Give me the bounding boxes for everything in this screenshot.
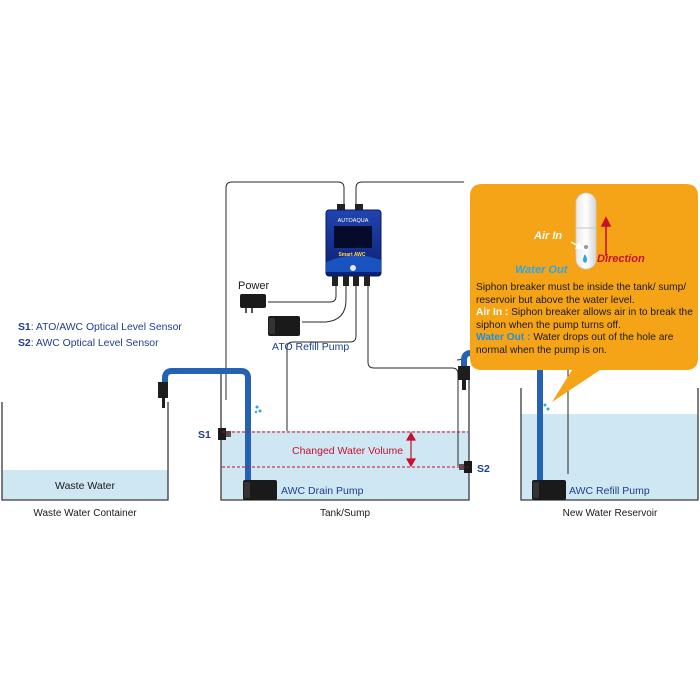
waste-container-outline — [1, 402, 169, 501]
reservoir-label: New Water Reservoir — [563, 508, 658, 519]
controller-model: Smart AWC — [338, 252, 365, 258]
water-out-text: Water drops out of the hole are normal w… — [476, 332, 674, 356]
control-wires — [225, 181, 569, 474]
waste-water-fill — [2, 470, 168, 500]
water-drop-icon — [583, 254, 587, 263]
waste-water-label: Waste Water — [55, 480, 115, 492]
legend-s1-text: : ATO/AWC Optical Level Sensor — [30, 322, 182, 333]
drain-pump-icon — [243, 480, 277, 500]
legend-s1: S1: ATO/AWC Optical Level Sensor — [18, 320, 182, 336]
water-out-label: Water Out — [515, 264, 569, 276]
power-label: Power — [238, 280, 270, 292]
legend-s2-text: : AWC Optical Level Sensor — [30, 338, 159, 349]
siphon-breaker-illustration — [575, 192, 597, 270]
air-in-arrow — [570, 241, 584, 249]
air-in-key: Air In : — [476, 307, 509, 319]
sensor-s1-label: S1 — [198, 429, 211, 441]
siphon-breaker-tank — [458, 366, 470, 390]
legend-s2: S2: AWC Optical Level Sensor — [18, 336, 182, 352]
tank-label: Tank/Sump — [320, 508, 370, 519]
water-out-key: Water Out : — [476, 332, 531, 344]
waste-container-label: Waste Water Container — [33, 508, 137, 519]
ato-pump-icon — [268, 316, 300, 336]
refill-pump-label: AWC Refill Pump — [569, 485, 650, 497]
power-adapter-icon — [240, 294, 266, 313]
drain-pump-label: AWC Drain Pump — [281, 485, 364, 497]
controller-unit — [325, 204, 382, 286]
legend-s1-key: S1 — [18, 322, 31, 333]
drain-tubing — [162, 368, 251, 487]
controller-brand: AUTOAQUA — [338, 218, 369, 224]
reservoir-outline — [520, 388, 699, 501]
ato-pump-label: ATO Refill Pump — [272, 341, 349, 353]
callout-line-2: Air In : Siphon breaker allows air in to… — [476, 307, 700, 332]
air-in-text: Siphon breaker allows air in to break th… — [476, 307, 693, 331]
air-in-label: Air In — [533, 230, 562, 242]
water-drops-icon — [254, 403, 550, 414]
sensor-s2-label: S2 — [477, 463, 490, 475]
legend-s2-key: S2 — [18, 338, 31, 349]
refill-pump-icon — [532, 480, 566, 500]
direction-label: Direction — [597, 253, 645, 265]
callout-line-1: Siphon breaker must be inside the tank/ … — [476, 282, 687, 306]
sensor-legend: S1: ATO/AWC Optical Level Sensor S2: AWC… — [18, 320, 182, 352]
callout-bubble — [470, 184, 698, 402]
direction-arrow — [600, 216, 612, 256]
changed-volume-label: Changed Water Volume — [292, 445, 403, 457]
siphon-breaker-waste — [158, 382, 168, 408]
callout-line-3: Water Out : Water drops out of the hole … — [476, 332, 700, 357]
volume-arrow — [405, 431, 417, 468]
sensor-s1-icon — [218, 428, 231, 440]
callout-text: Siphon breaker must be inside the tank/ … — [476, 282, 700, 358]
